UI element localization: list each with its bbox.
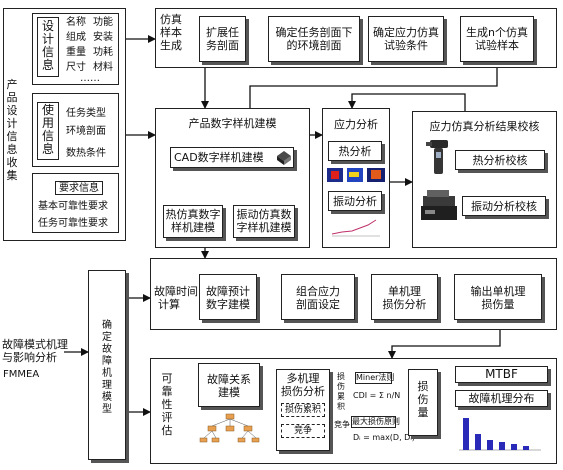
- formula-side-compete: 竞争: [334, 420, 350, 429]
- vibration-table-image: [421, 190, 457, 220]
- use-info-label: 使用 信息: [41, 103, 54, 156]
- fmmea-abbr: FMMEA: [3, 369, 40, 380]
- vibration-model-label: 振动仿真数字样机建模: [236, 208, 292, 234]
- design-field-size: 尺寸: [66, 62, 86, 73]
- distribution-label: 故障机理分布: [468, 392, 535, 405]
- design-field-material: 材料: [93, 62, 113, 73]
- fault-predict-modeling-label: 故障预计数字建模: [206, 285, 250, 311]
- vibration-analysis-label: 振动分析: [333, 195, 377, 208]
- multi-mechanism-label: 多机理损伤分析: [281, 372, 325, 398]
- fault-relation-modeling: [198, 363, 260, 407]
- fault-predict-modeling: [199, 274, 257, 320]
- damage-accum-box: [281, 403, 325, 417]
- thermal-analysis-box: [328, 141, 382, 161]
- step-expand-profile: [199, 16, 246, 62]
- design-field-name: 名称: [66, 17, 86, 28]
- step-test-conditions-label: 确定应力仿真试验条件: [373, 26, 439, 52]
- product-design-info-title: 产品 设计 信息 收集: [6, 78, 18, 182]
- combined-stress-profile: [281, 274, 355, 320]
- single-mechanism-analysis-label: 单机理损伤分析: [382, 285, 427, 311]
- compete-box: [281, 424, 325, 438]
- max-damage-label: 最大损伤原则: [352, 417, 400, 426]
- vibration-calibration-box: [462, 196, 546, 216]
- step-expand-profile-label: 扩展任务剖面: [206, 26, 239, 52]
- mechanism-distribution-thumbnail: [459, 418, 541, 451]
- design-field-power: 功耗: [93, 47, 113, 58]
- miner-rule-box: [355, 372, 392, 384]
- cad-model-box: [170, 147, 294, 168]
- requirement-task: 任务可靠性要求: [38, 218, 108, 229]
- mechanism-model-label: 确定 故障 机理 模型: [102, 320, 112, 415]
- thermal-analysis-label: 热分析: [338, 145, 372, 158]
- damage-accum-label: 损伤累积: [284, 405, 321, 415]
- calibration-panel: [412, 111, 557, 248]
- output-single-damage: [454, 274, 542, 320]
- thermal-model-box: [163, 205, 223, 238]
- simulation-sample-title: 仿真样本生成: [160, 13, 182, 52]
- fault-tree-image: [199, 413, 260, 443]
- step-env-profile-label: 确定任务剖面下的环境剖面: [275, 26, 353, 52]
- use-item-condition: 数热条件: [66, 148, 106, 159]
- step-test-conditions: [368, 16, 444, 62]
- formula-side-accum: 损伤累积: [337, 372, 345, 411]
- combined-stress-profile-label: 组合应力剖面设定: [296, 285, 340, 311]
- mtbf-box: [455, 366, 548, 383]
- design-field-function: 功能: [93, 17, 113, 28]
- fmmea-label: 故障模式机理与影响分析: [2, 338, 68, 364]
- vibration-calibration-label: 振动分析校核: [471, 200, 537, 213]
- use-item-task-type: 任务类型: [66, 108, 106, 119]
- design-field-installation: 安装: [93, 32, 113, 43]
- thermal-map-images: [327, 168, 385, 182]
- design-info-label: 设计 信息: [41, 19, 54, 72]
- use-item-env-profile: 环境剖面: [66, 126, 106, 137]
- thermal-gun-image: [426, 140, 448, 174]
- stress-analysis-title: 应力分析: [334, 118, 378, 131]
- use-info-label-box: [37, 102, 59, 160]
- vibration-analysis-box: [328, 191, 382, 211]
- fault-relation-modeling-label: 故障关系建模: [207, 373, 251, 399]
- vibration-model-box: [233, 205, 295, 238]
- cad-chip-icon: [277, 151, 291, 165]
- thermal-calibration-label: 热分析校核: [472, 154, 528, 167]
- calibration-title: 应力仿真分析结果校核: [429, 120, 540, 133]
- output-single-damage-label: 输出单机理损伤量: [470, 285, 526, 311]
- design-field-composition: 组成: [66, 32, 86, 43]
- distribution-box: [455, 390, 548, 407]
- mtbf-label: MTBF: [485, 367, 518, 381]
- requirement-basic: 基本可靠性要求: [38, 201, 108, 212]
- cad-model-label: CAD数字样机建模: [174, 151, 264, 164]
- design-info-label-box: [37, 17, 59, 77]
- damage-amount-box: [408, 369, 438, 436]
- miner-formula: CDI = Σ n/N: [353, 391, 401, 400]
- step-env-profile: [268, 16, 360, 62]
- requirement-title: 要求信息: [59, 183, 99, 194]
- fault-time-title: 故障时间 计算: [154, 285, 198, 311]
- requirement-title-box: [55, 181, 103, 195]
- thermal-calibration-box: [455, 150, 545, 170]
- mechanism-model-box: [88, 270, 126, 460]
- step-generate-samples: [460, 16, 534, 62]
- design-more: ……: [80, 73, 100, 84]
- miner-rule-label: Miner法则: [356, 373, 395, 382]
- thermal-model-label: 热仿真数字样机建模: [165, 208, 221, 234]
- step-generate-samples-label: 生成n个仿真试验样本: [466, 26, 528, 52]
- vibration-response-plot: [331, 219, 380, 237]
- max-damage-formula: Dᵢ = max(D, Dᵢ): [353, 433, 415, 442]
- design-field-weight: 重量: [66, 47, 86, 58]
- reliability-title: 可靠 性评 估: [161, 372, 173, 437]
- single-mechanism-analysis: [371, 274, 438, 320]
- damage-amount-label: 损伤量: [417, 380, 429, 419]
- max-damage-box: [351, 416, 396, 428]
- compete-label: 竞争: [293, 426, 312, 436]
- digital-prototype-title: 产品数字样机建模: [188, 117, 277, 130]
